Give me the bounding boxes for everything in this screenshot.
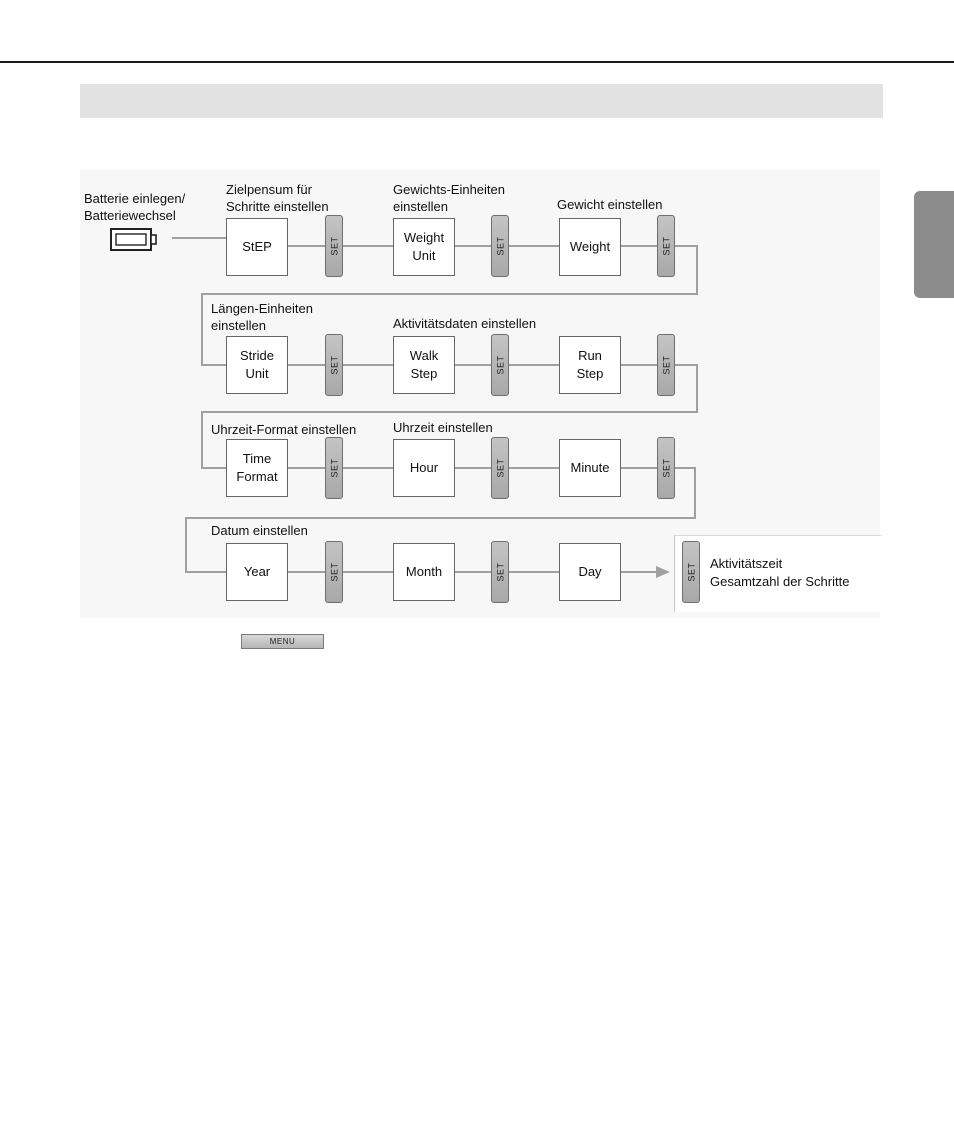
- set-button: SET: [325, 215, 343, 277]
- display-box-run-step: Run Step: [559, 336, 621, 394]
- set-button: SET: [325, 437, 343, 499]
- display-box-time-format: Time Format: [226, 439, 288, 497]
- display-box-hour: Hour: [393, 439, 455, 497]
- arrow-head: [656, 566, 670, 578]
- heading-time: Uhrzeit einstellen: [393, 420, 493, 435]
- battery-icon: [110, 228, 157, 251]
- start-label: Batterie einlegen/ Batteriewechsel: [84, 191, 186, 223]
- heading-time-format: Uhrzeit-Format einstellen: [211, 422, 357, 437]
- display-box-stride-unit: Stride Unit: [226, 336, 288, 394]
- top-rule: [0, 61, 954, 63]
- section-header-bar: [80, 84, 883, 118]
- set-button: SET: [325, 541, 343, 603]
- display-box-minute: Minute: [559, 439, 621, 497]
- chapter-tab: [914, 191, 954, 298]
- set-button: SET: [682, 541, 700, 603]
- heading-step-goal: Zielpensum für Schritte einstellen: [226, 182, 329, 214]
- set-button: SET: [325, 334, 343, 396]
- result-text: Aktivitätszeit Gesamtzahl der Schritte: [710, 556, 850, 589]
- set-button: SET: [491, 541, 509, 603]
- set-button: SET: [657, 334, 675, 396]
- display-box-step: StEP: [226, 218, 288, 276]
- heading-date: Datum einstellen: [211, 523, 308, 538]
- display-box-weight: Weight: [559, 218, 621, 276]
- display-box-day: Day: [559, 543, 621, 601]
- display-box-year: Year: [226, 543, 288, 601]
- set-button: SET: [491, 215, 509, 277]
- menu-button: MENU: [241, 634, 324, 649]
- set-button: SET: [657, 215, 675, 277]
- heading-weight: Gewicht einstellen: [557, 197, 663, 212]
- set-button: SET: [491, 437, 509, 499]
- set-button: SET: [657, 437, 675, 499]
- heading-weight-unit: Gewichts-Einheiten einstellen: [393, 182, 505, 214]
- display-box-walk-step: Walk Step: [393, 336, 455, 394]
- result-panel: [674, 535, 881, 612]
- display-box-weight-unit: Weight Unit: [393, 218, 455, 276]
- set-button: SET: [491, 334, 509, 396]
- heading-activity-data: Aktivitätsdaten einstellen: [393, 316, 537, 331]
- display-box-month: Month: [393, 543, 455, 601]
- heading-stride-unit: Längen-Einheiten einstellen: [211, 301, 313, 333]
